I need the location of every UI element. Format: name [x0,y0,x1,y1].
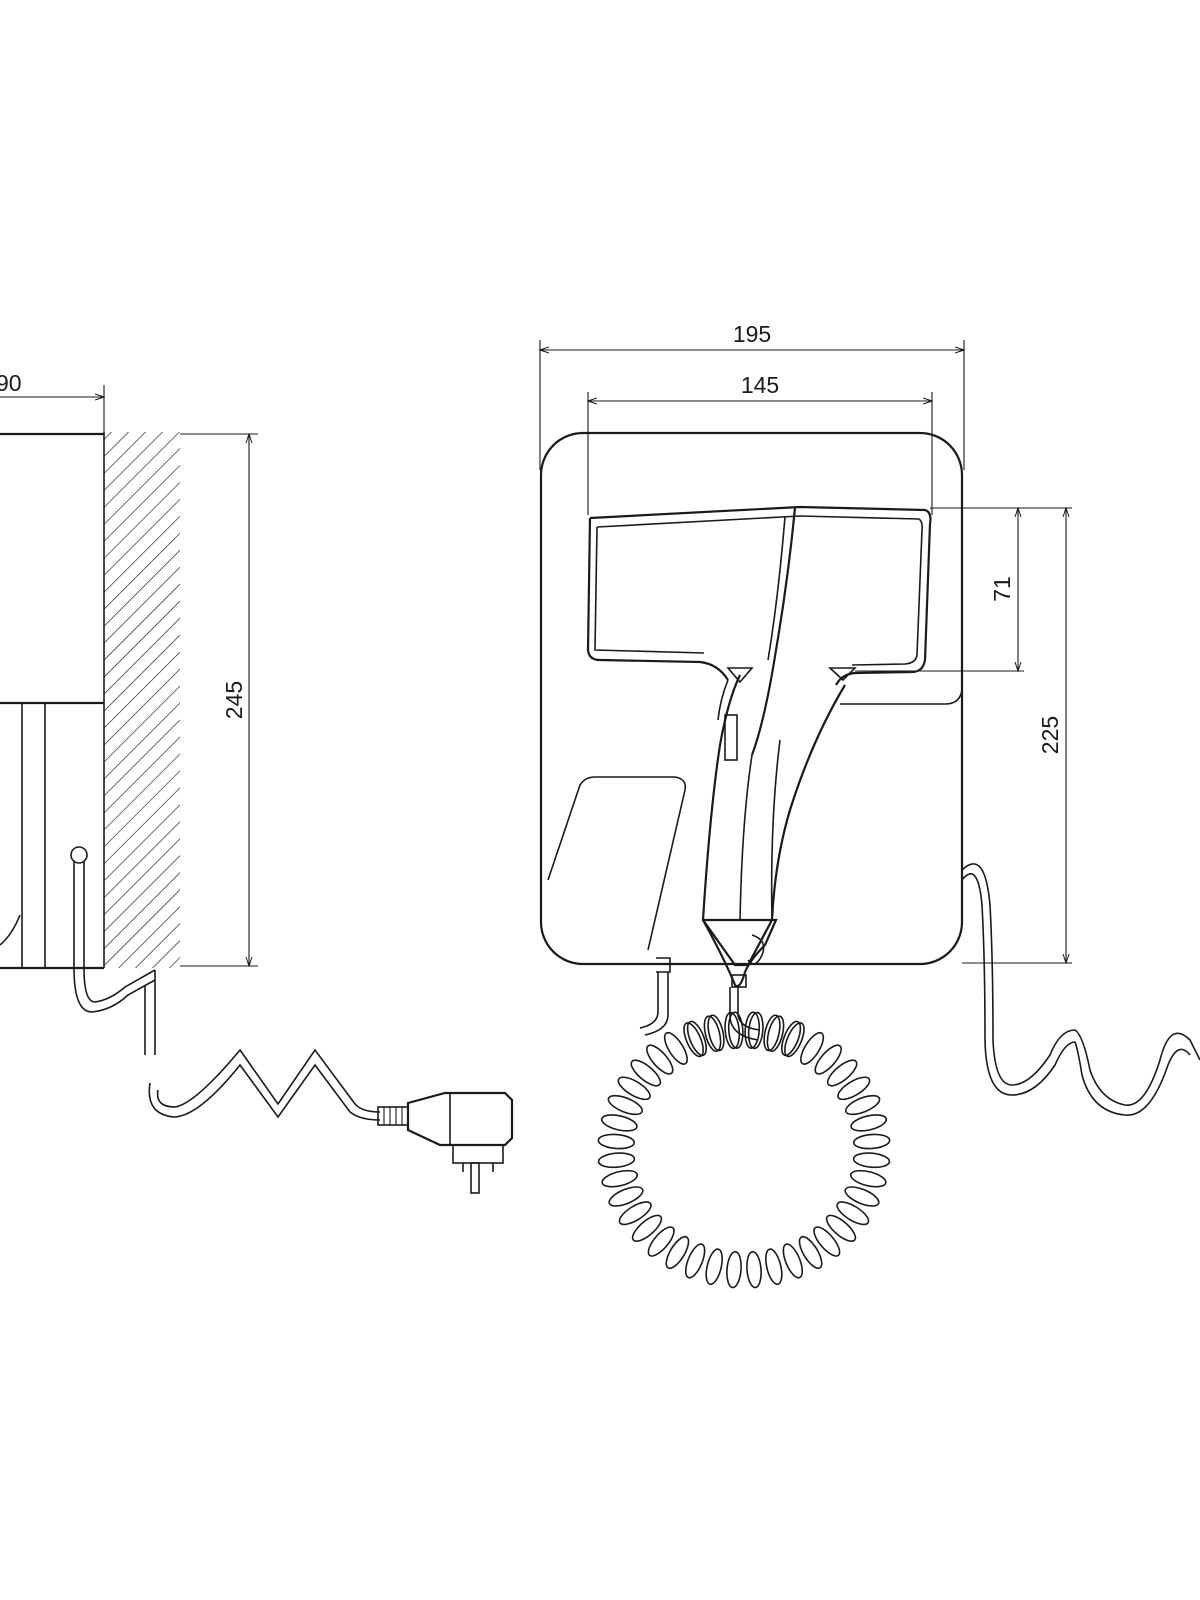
holder-height-dimension: 225 [962,508,1072,963]
coil-loop [686,1020,707,1057]
coil-loop [631,1214,663,1242]
coil-loop [813,1226,841,1257]
coil-loop [684,1243,706,1279]
dryer-width-dimension: 145 [588,372,932,515]
coil-loop [781,1020,802,1057]
coil-loop [597,1133,636,1150]
side-height-dimension: 245 [180,434,258,966]
coil-loop [705,1248,723,1286]
dryer-handle [701,674,846,988]
coil-loop [849,1169,887,1188]
coil-loop [683,1022,704,1058]
front-view: 195 145 [539,321,1200,1289]
dryer-width-label: 145 [741,372,779,398]
coil-loop [766,1015,785,1053]
coil-loop [763,1014,781,1052]
coil-loop [647,1226,675,1257]
wall-holder-plate [539,431,964,966]
coil-loop [825,1214,857,1242]
coil-loop [746,1250,762,1289]
coil-loop [800,1031,825,1065]
coil-loop [618,1201,652,1226]
side-height-label: 245 [221,681,247,719]
depth-label: 90 [0,370,22,396]
coil-loop [837,1076,871,1101]
side-view: 90 245 [0,370,514,1194]
power-plug [377,1091,514,1194]
holder-pocket [547,776,687,951]
coil-loop [597,1152,636,1169]
coil-loop [707,1014,725,1052]
coil-loop [726,1250,742,1289]
coil-loop [665,1235,690,1270]
coil-loop [601,1169,639,1188]
coil-loop [646,1044,674,1075]
depth-dimension: 90 [0,370,104,432]
coil-loop [850,1114,888,1132]
holder-height-label: 225 [1037,716,1063,754]
head-height-label: 71 [989,576,1015,602]
coil-loop [844,1186,880,1207]
coil-loop [836,1201,870,1226]
coil-loop [782,1243,804,1279]
coil-loop [852,1133,891,1150]
coil-loop [600,1114,638,1132]
coil-loop [724,1011,741,1050]
overall-width-label: 195 [733,321,771,347]
coil-loop [608,1186,644,1207]
coil-loop [663,1031,688,1065]
coil-loop [765,1248,783,1286]
overall-width-dimension: 195 [540,321,964,470]
side-device-body [0,432,104,970]
coil-loop [703,1015,722,1053]
side-cable [70,846,156,1055]
coil-loop [814,1044,842,1075]
coil-loop [852,1152,891,1169]
coil-loop [747,1011,764,1050]
coil-loop [826,1059,858,1087]
coil-loop [727,1011,744,1049]
coil-loop [744,1011,761,1049]
coil-loop [845,1094,881,1116]
coiled-cord [597,972,891,1289]
coil-loop [607,1094,643,1116]
head-height-dimension: 71 [855,508,1024,671]
coil-loop [630,1059,662,1087]
coil-loop [798,1235,823,1270]
coil-loop [617,1076,651,1101]
coil-loop [784,1022,805,1058]
power-cord [148,1048,381,1121]
front-power-cord [961,863,1200,1116]
dryer-head [586,505,932,756]
wall-hatching [104,432,180,968]
